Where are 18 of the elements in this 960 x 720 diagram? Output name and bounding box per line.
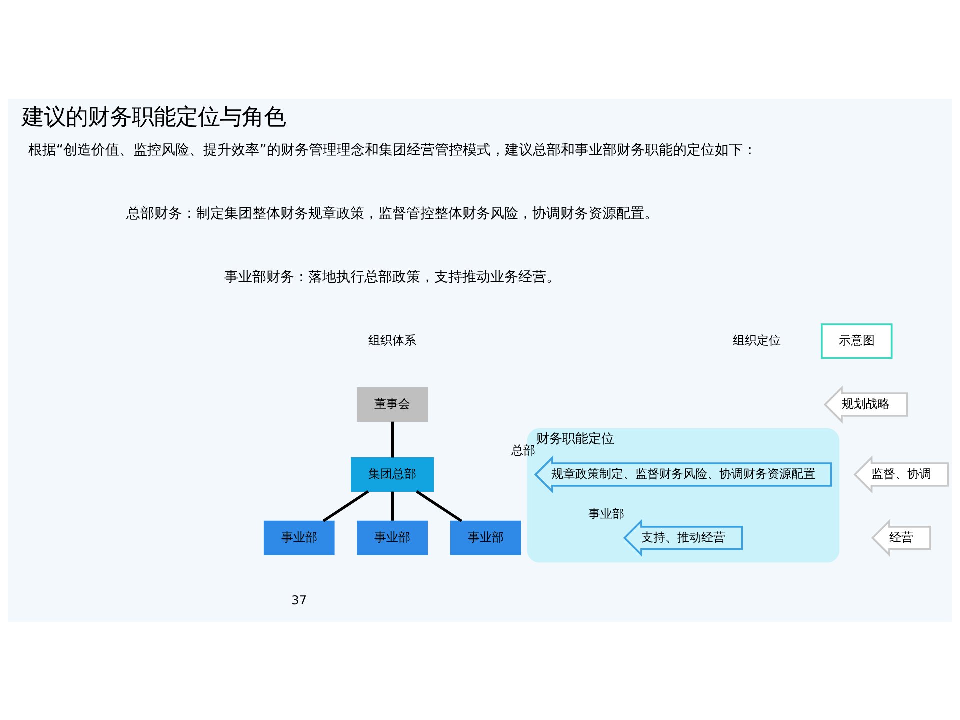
connector <box>322 490 370 522</box>
node-box: 事业部 <box>450 520 522 555</box>
connector <box>416 490 462 522</box>
label: 事业部财务：落地执行总部政策，支持推动业务经营。 <box>224 268 561 285</box>
connector <box>391 421 394 458</box>
node-box: 董事会 <box>357 387 428 422</box>
label: 组织体系 <box>368 333 417 348</box>
label: 总部财务：制定集团整体财务规章政策，监督管控整体财务风险，协调财务资源配置。 <box>126 205 659 222</box>
connector <box>391 491 394 520</box>
label: 组织定位 <box>733 333 782 348</box>
node-box: 事业部 <box>357 520 428 555</box>
label: 根据“创造价值、监控风险、提升效率”的财务管理理念和集团经营管控模式，建议总部和事业部财务职能的定位如下： <box>28 142 757 158</box>
node-label: 事业部 <box>588 506 625 520</box>
node-box: 事业部 <box>264 520 335 555</box>
diagram-title: 建议的财务职能定位与角色 <box>22 104 286 130</box>
label: 示意图 <box>838 333 875 348</box>
label: 37 <box>292 593 308 608</box>
node-box: 集团总部 <box>351 456 434 492</box>
